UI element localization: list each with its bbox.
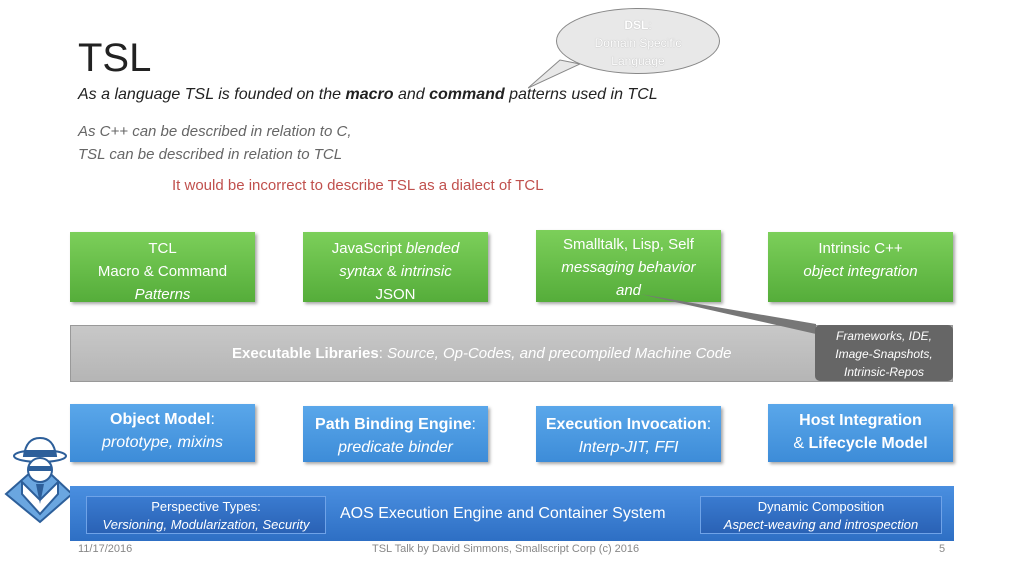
- green-box-cpp-line1: Intrinsic C++: [818, 240, 903, 257]
- blue-box-host-integration: Host Integration & Lifecycle Model: [768, 404, 953, 462]
- aos-engine-label: AOS Execution Engine and Container Syste…: [340, 505, 666, 522]
- subtitle-bold-macro: macro: [345, 86, 394, 103]
- green-box-javascript: JavaScript blended syntax & intrinsic JS…: [303, 232, 488, 303]
- dialect-note: It would be incorrect to describe TSL as…: [172, 177, 544, 194]
- frameworks-callout: Frameworks, IDE, Image-Snapshots, Intrin…: [815, 325, 953, 381]
- green-box-tcl-line1: TCL: [148, 240, 177, 257]
- green-box-smalltalk-line2: messaging behavior: [561, 259, 696, 276]
- slide-title: TSL: [78, 36, 152, 80]
- green-box-smalltalk-line3: and: [615, 282, 642, 299]
- detective-logo-icon: [4, 436, 74, 524]
- subtitle-text-2: and: [393, 86, 430, 103]
- dsl-speech-bubble: DSL: Domain Specific Language: [556, 8, 720, 74]
- executable-libraries-bar: [70, 325, 953, 382]
- green-box-tcl-line2: Macro & Command: [97, 263, 228, 280]
- object-model-detail: prototype, mixins: [102, 434, 223, 451]
- path-binding-title: Path Binding Engine:: [315, 416, 476, 433]
- dynamic-composition-box: Dynamic Composition Aspect-weaving and i…: [700, 496, 942, 534]
- note-line-2: TSL can be described in relation to TCL: [78, 146, 343, 163]
- green-box-cpp-line2: object integration: [803, 263, 918, 280]
- note-line-1: As C++ can be described in relation to C…: [78, 123, 352, 140]
- green-box-smalltalk: Smalltalk, Lisp, Self messaging behavior…: [536, 230, 721, 302]
- dynamic-composition-detail: Aspect-weaving and introspection: [723, 517, 919, 532]
- bubble-tail: [528, 59, 582, 89]
- host-integration-title: Host Integration: [799, 412, 922, 429]
- path-binding-detail: predicate binder: [338, 439, 453, 456]
- execution-invocation-detail: Interp-JIT, FFI: [578, 439, 679, 456]
- green-box-cpp: Intrinsic C++ object integration: [768, 232, 953, 302]
- slide-notes: As C++ can be described in relation to C…: [78, 120, 352, 166]
- green-box-tcl-line3: Patterns: [134, 286, 191, 303]
- blue-box-path-binding: Path Binding Engine: predicate binder: [303, 406, 488, 462]
- green-box-js-line2: syntax & intrinsic: [339, 263, 452, 280]
- footer-center: TSL Talk by David Simmons, Smallscript C…: [372, 543, 640, 555]
- green-box-js-line1: JavaScript blended: [331, 240, 460, 257]
- green-box-tcl: TCL Macro & Command Patterns: [70, 232, 255, 303]
- subtitle-bold-command: command: [429, 86, 505, 103]
- executable-detail: Source, Op-Codes, and precompiled Machin…: [387, 345, 732, 362]
- callout-line-3: Intrinsic-Repos: [843, 365, 925, 379]
- executable-label: Executable Libraries: [232, 345, 379, 362]
- executable-libraries-text: Executable Libraries: Source, Op-Codes, …: [232, 345, 732, 362]
- green-box-js-line3: JSON: [375, 286, 416, 303]
- perspective-types-title: Perspective Types:: [151, 499, 261, 514]
- perspective-types-detail: Versioning, Modularization, Security: [102, 517, 310, 532]
- footer-date: 11/17/2016: [78, 543, 133, 555]
- footer-page-number: 5: [939, 543, 946, 555]
- execution-invocation-title: Execution Invocation:: [545, 416, 712, 433]
- bubble-label: DSL:: [624, 18, 652, 32]
- callout-line-1: Frameworks, IDE,: [835, 329, 932, 343]
- slide-subtitle: As a language TSL is founded on the macr…: [78, 86, 658, 104]
- bubble-line-1: Domain Specific: [594, 36, 682, 50]
- callout-pointer: [640, 294, 816, 334]
- object-model-title: Object Model:: [110, 411, 215, 428]
- callout-line-2: Image-Snapshots,: [835, 347, 933, 361]
- subtitle-text-3: patterns used in TCL: [504, 86, 658, 103]
- blue-box-object-model: Object Model: prototype, mixins: [70, 404, 255, 462]
- perspective-types-box: Perspective Types: Versioning, Modulariz…: [86, 496, 326, 534]
- bubble-line-2: Language: [611, 54, 665, 68]
- subtitle-text-1: As a language TSL is founded on the: [78, 86, 346, 103]
- dynamic-composition-title: Dynamic Composition: [757, 499, 885, 514]
- blue-box-execution-invocation: Execution Invocation: Interp-JIT, FFI: [536, 406, 721, 462]
- green-box-smalltalk-line1: Smalltalk, Lisp, Self: [563, 236, 694, 253]
- host-integration-line2: & Lifecycle Model: [793, 435, 928, 452]
